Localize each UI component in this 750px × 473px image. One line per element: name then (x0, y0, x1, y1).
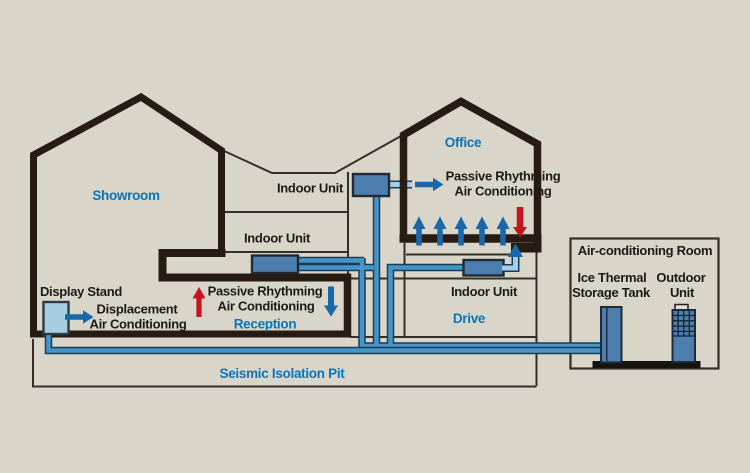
seismic-pit-outline (32, 339, 537, 388)
indoor-unit-upper-box (351, 172, 391, 198)
main-chilled-water-pipe-fill (46, 331, 602, 353)
passive-reception-line2: Air Conditioning (217, 299, 314, 314)
indoor-unit-drive-label: Indoor Unit (451, 284, 518, 299)
office-walls-roof (399, 97, 542, 252)
ice-thermal-storage-tank-box (600, 306, 623, 364)
riser-pipe-1-fill (359, 258, 602, 349)
office-floor-corner (511, 243, 542, 253)
equipment-base-pad (592, 361, 701, 368)
riser-pipe-3-fill (388, 265, 464, 350)
equipment (42, 172, 505, 336)
drive-unit-supply (502, 243, 523, 272)
indoor-unit-lower-label: Indoor Unit (244, 231, 311, 246)
reception-ceiling-step (158, 249, 351, 282)
airflow-right-arrow-office-icon (415, 177, 444, 192)
office-label: Office (445, 135, 482, 150)
indoor-unit-reception-box (250, 254, 300, 275)
airflow-down-arrow-reception-icon (324, 286, 338, 317)
airflow-arrows (65, 177, 527, 324)
displacement-line1: Displacement (97, 302, 179, 317)
diagram-labels: Showroom Office Indoor Unit Indoor Unit … (40, 135, 713, 381)
display-stand-box (42, 300, 70, 336)
passive-office-line1: Passive Rhythming (446, 169, 561, 184)
building-structure (30, 92, 542, 338)
ice-tank-line1: Ice Thermal (578, 270, 647, 285)
ac-room-equipment (592, 303, 701, 368)
reception-label: Reception (234, 317, 297, 332)
outdoor-unit-grille (673, 310, 695, 337)
drive-unit-elbow-fill (502, 253, 518, 271)
supply-up-arrowhead-icon (508, 243, 523, 257)
indoor-unit-upper-label: Indoor Unit (277, 181, 344, 196)
displacement-line2: Air Conditioning (89, 317, 186, 332)
return-down-arrow-office-icon (513, 207, 527, 238)
airflow-up-arrow-reception-icon (192, 287, 206, 317)
ice-tank-line2: Storage Tank (572, 285, 651, 300)
airflow-right-arrow-stand-icon (65, 310, 94, 324)
seismic-pit-label: Seismic Isolation Pit (220, 366, 346, 381)
airflow-up-arrow-icon (496, 216, 510, 246)
thin-structure-lines (32, 135, 720, 388)
pipes-under (297, 180, 602, 351)
ac-room-title: Air-conditioning Room (578, 243, 713, 258)
airflow-up-arrow-icon (433, 216, 447, 246)
roof-valley-line (221, 135, 402, 174)
outdoor-unit-line2: Unit (670, 285, 695, 300)
display-stand-label: Display Stand (40, 284, 122, 299)
airflow-up-arrow-icon (454, 216, 468, 246)
showroom-label: Showroom (92, 188, 160, 203)
passive-reception-line1: Passive Rhythming (208, 284, 323, 299)
pipes-over (44, 331, 602, 355)
indoor-unit-drive-box (462, 258, 505, 277)
showroom-walls-roof (30, 92, 225, 334)
ac-room-outline (569, 237, 720, 370)
drive-label: Drive (453, 311, 486, 326)
airflow-up-arrow-icon (412, 216, 426, 246)
passive-office-line2: Air Conditioning (454, 184, 551, 199)
airflow-up-arrow-icon (475, 216, 489, 246)
outdoor-unit-line1: Outdoor (656, 270, 705, 285)
